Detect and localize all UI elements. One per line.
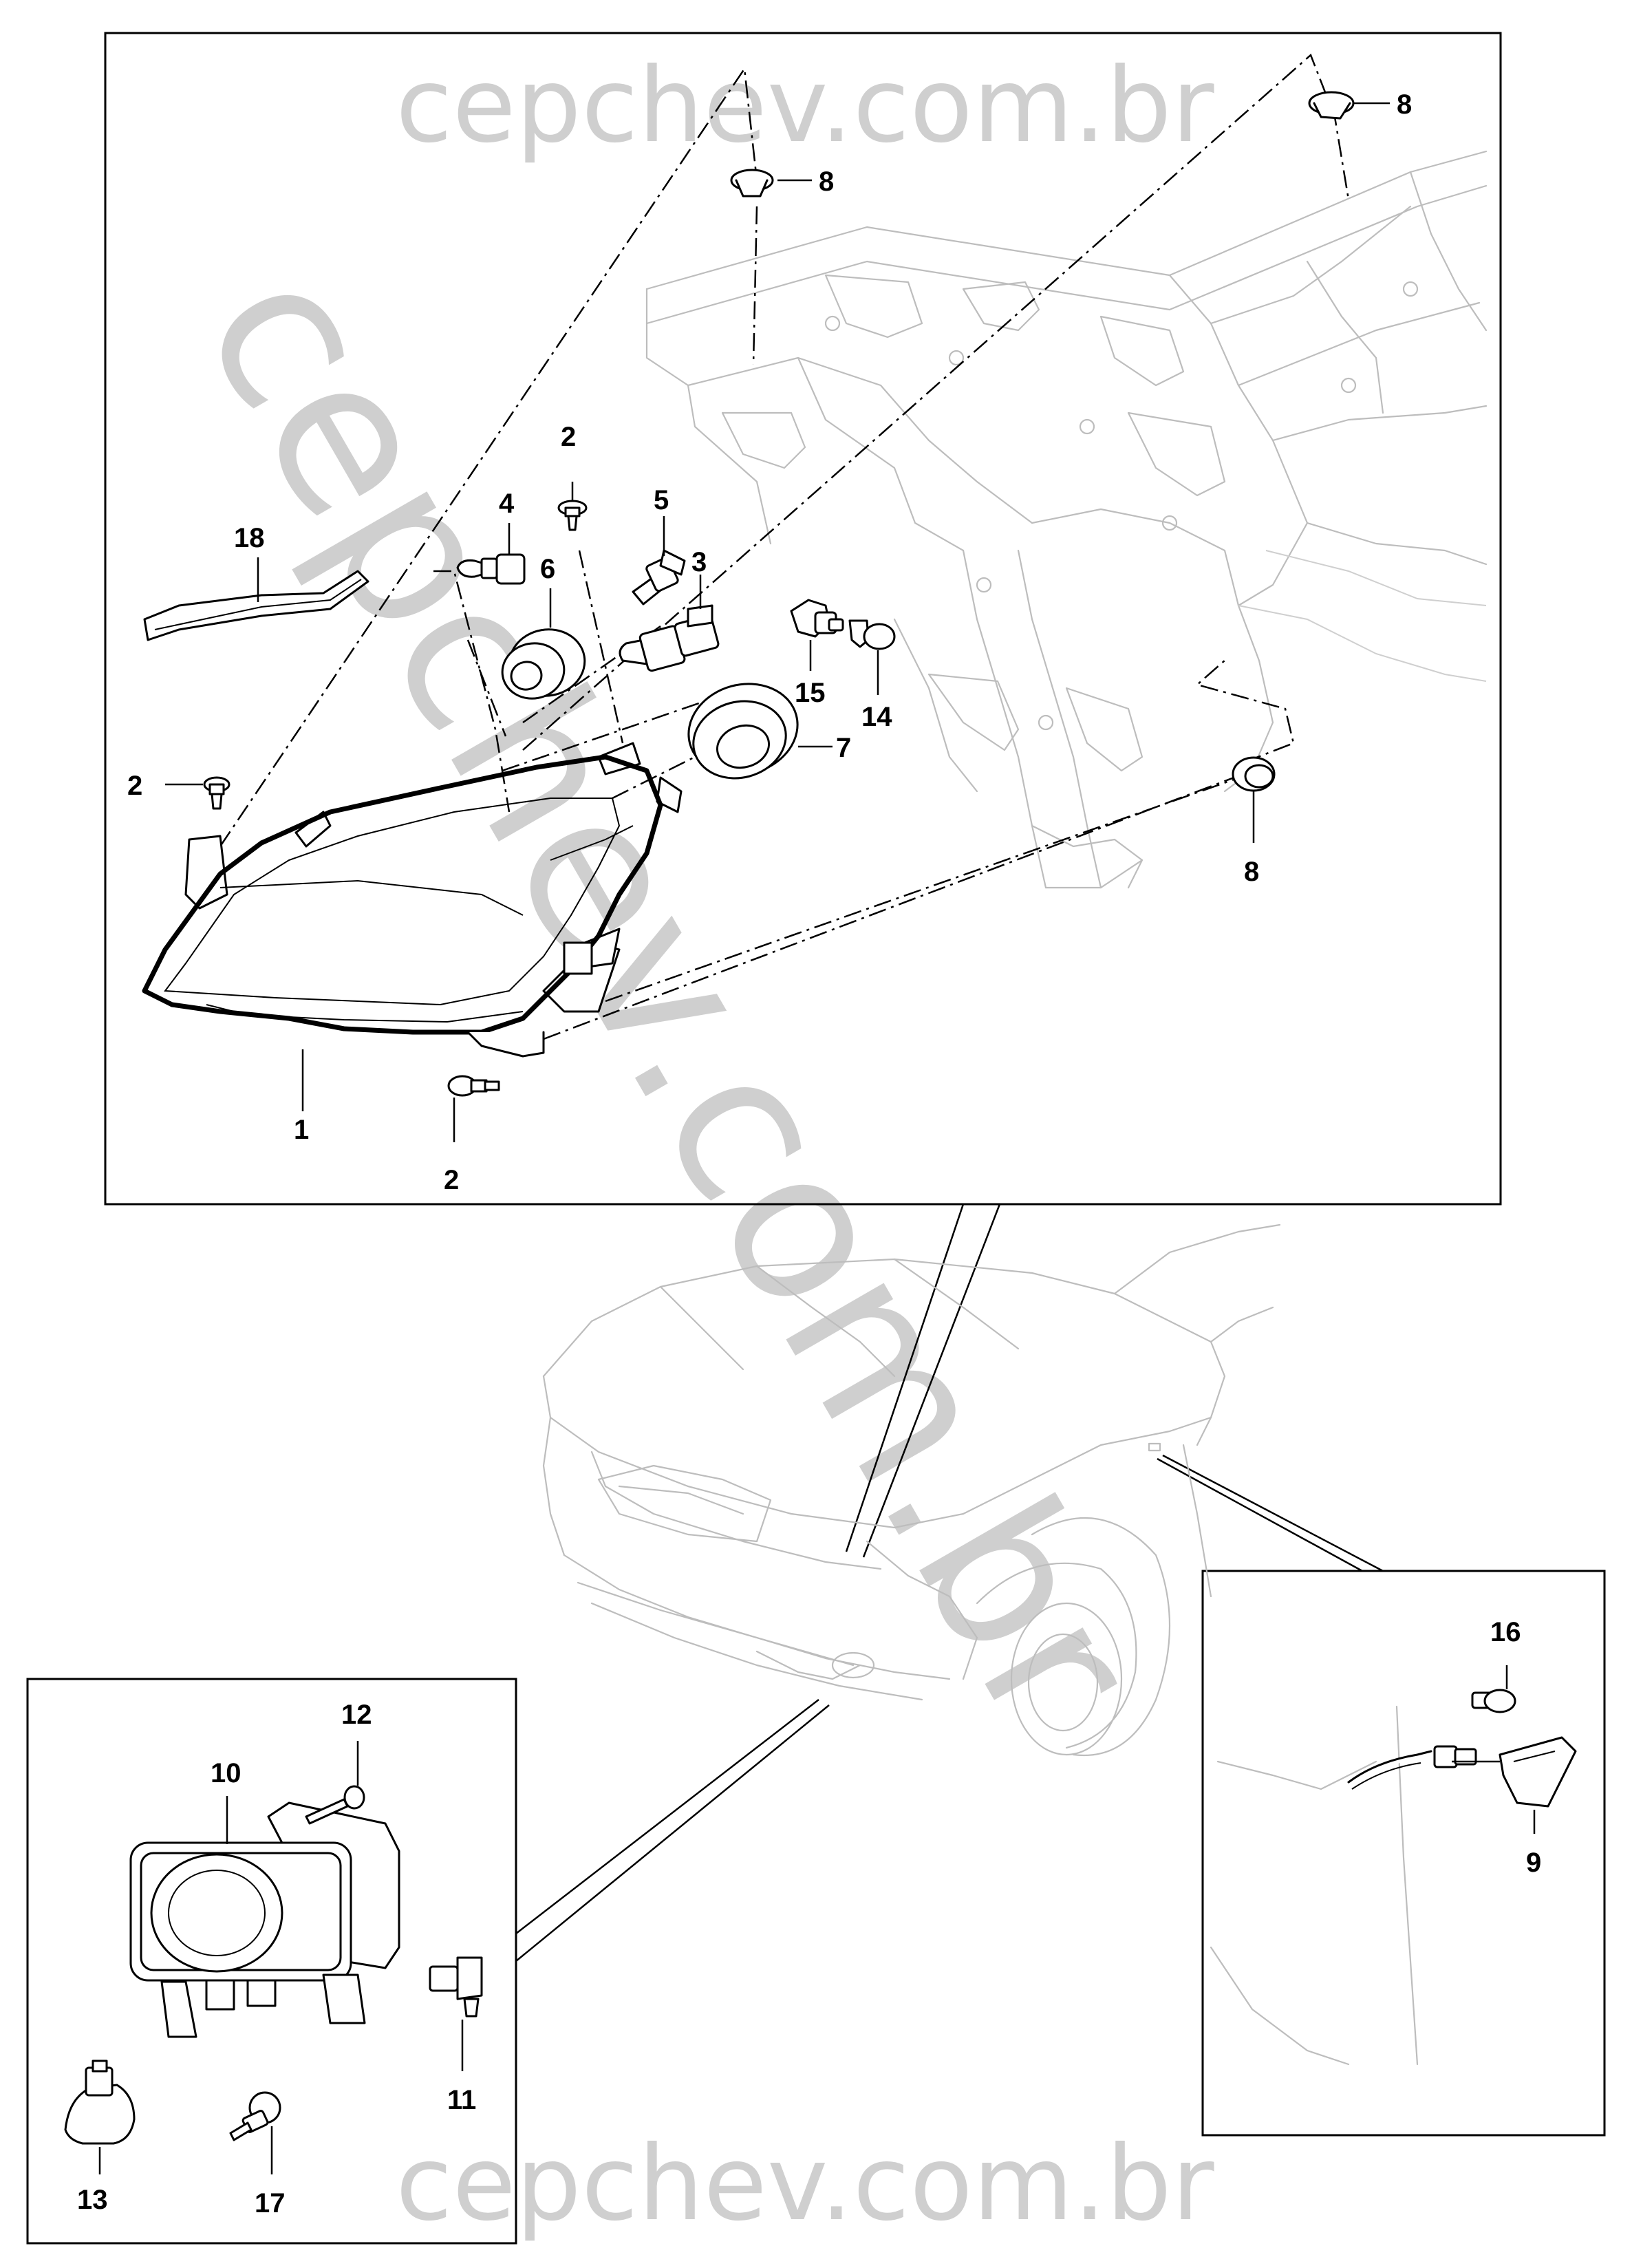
dust-cap-part-6 <box>501 628 586 700</box>
bulb-part-16 <box>1471 1689 1516 1713</box>
bulb-part-4 <box>456 553 526 585</box>
trim-strip-part-18 <box>143 570 369 641</box>
callout-8-upper: 8 <box>819 167 834 197</box>
callout-8-lower: 8 <box>1244 857 1259 887</box>
callout-5: 5 <box>654 485 669 515</box>
callout-2-left: 2 <box>127 771 142 801</box>
callout-10: 10 <box>211 1758 241 1788</box>
callout-9: 9 <box>1526 1848 1541 1878</box>
screw-part-2-left <box>203 776 230 810</box>
sidemarker-pointer-line <box>1162 1454 1384 1572</box>
callout-17: 17 <box>255 2188 286 2218</box>
callout-13: 13 <box>77 2185 108 2215</box>
headlamp-pointer-line-2 <box>845 1203 965 1552</box>
callout-1: 1 <box>294 1115 309 1145</box>
bulb-part-5 <box>632 549 686 606</box>
callout-18: 18 <box>234 523 265 553</box>
front-end-structure-icon <box>645 150 1488 889</box>
socket-part-13 <box>64 2060 136 2145</box>
callout-4: 4 <box>499 489 515 519</box>
screw-part-2-upper <box>557 500 588 531</box>
callout-14: 14 <box>861 702 892 732</box>
dust-cap-part-7 <box>687 683 799 780</box>
headlamp-bulb-part-3 <box>619 604 720 672</box>
callout-2-upper: 2 <box>561 422 576 452</box>
callout-3: 3 <box>691 547 707 577</box>
headlamp-detail-frame <box>104 32 1502 1206</box>
sidemarker-pointer-line-2 <box>1157 1457 1363 1572</box>
bulb-part-17 <box>229 2091 281 2141</box>
callout-11: 11 <box>447 2085 476 2115</box>
callout-12: 12 <box>341 1700 372 1730</box>
callout-15: 15 <box>795 678 826 708</box>
watermark-top: cepchev.com.br <box>396 46 1214 166</box>
callout-2-lower: 2 <box>444 1165 459 1195</box>
clip-part-11 <box>429 1956 483 2018</box>
headlamp-assembly-icon <box>142 742 683 1058</box>
foglamp-pointer-line-2 <box>515 1704 830 1962</box>
watermark-bottom: cepchev.com.br <box>396 2124 1214 2244</box>
callout-7: 7 <box>836 733 851 763</box>
watermark-diagonal: cepchev.com.br <box>158 228 1185 1768</box>
leader-lines <box>98 102 1536 2174</box>
screw-part-2-lower <box>447 1075 500 1097</box>
screw-part-12 <box>305 1785 365 1825</box>
headlamp-pointer-line <box>862 1203 1001 1558</box>
callout-8-right: 8 <box>1397 89 1412 120</box>
foglamp-pointer-line <box>515 1699 819 1934</box>
clip-part-8-lower <box>1232 756 1276 792</box>
callout-6: 6 <box>540 554 555 584</box>
bulb-socket-part-15 <box>790 599 844 638</box>
fog-lamp-assembly-icon <box>129 1801 400 2038</box>
clip-part-8-upper <box>730 169 774 197</box>
bulb-part-14 <box>848 619 896 650</box>
callout-16: 16 <box>1490 1617 1521 1647</box>
side-marker-lamp-icon <box>1210 1705 1577 2066</box>
callout-numbers: 1 2 2 2 3 4 5 6 7 8 8 8 9 10 11 12 13 14… <box>77 89 1541 2218</box>
vehicle-front-outline-icon <box>542 1223 1281 1757</box>
clip-part-8-right <box>1308 91 1355 120</box>
sidemarker-detail-frame <box>1201 1570 1606 2137</box>
